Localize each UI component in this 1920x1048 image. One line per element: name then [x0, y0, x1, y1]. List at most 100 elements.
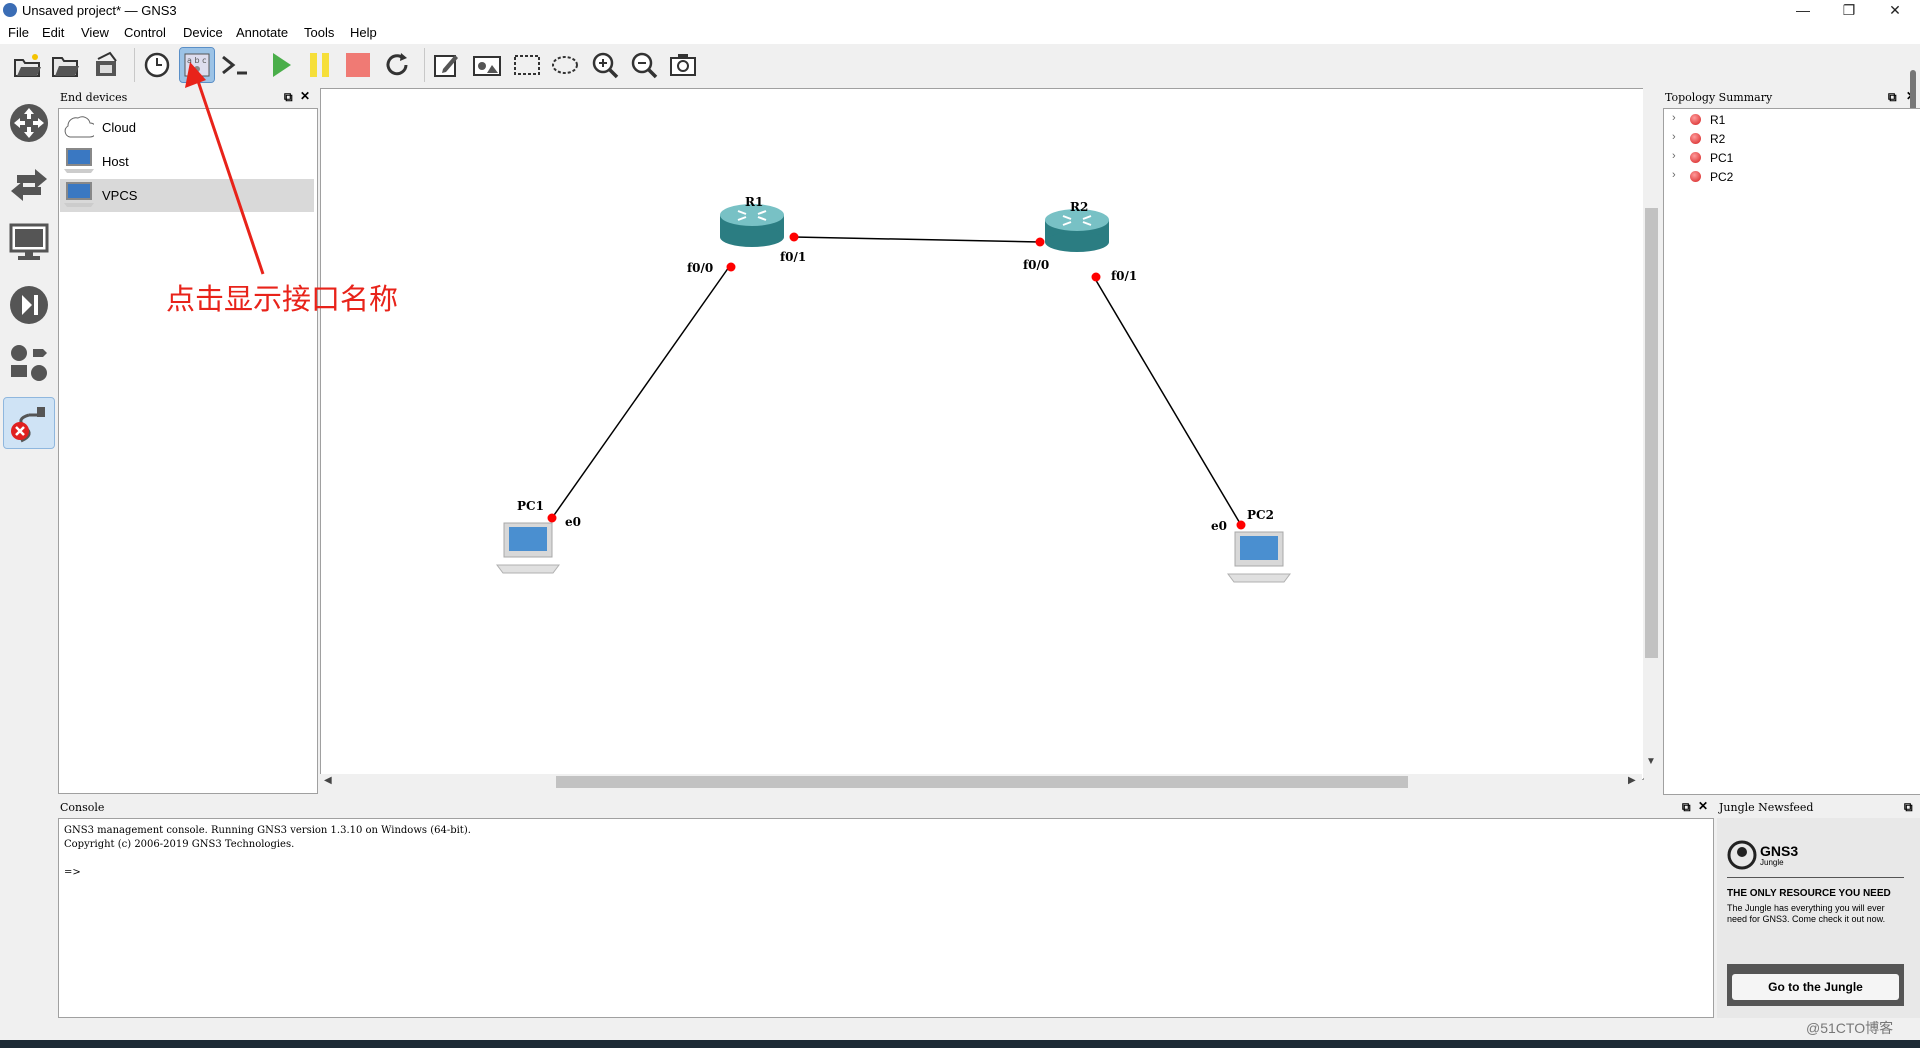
device-label: Cloud	[102, 120, 136, 135]
all-devices-icon[interactable]	[4, 338, 54, 388]
link-r2-pc2[interactable]	[1093, 276, 1242, 526]
console-prompt[interactable]: =>	[64, 867, 81, 878]
host-icon	[64, 148, 94, 173]
edit-note-icon[interactable]	[430, 48, 464, 82]
pc-pc1[interactable]	[496, 522, 560, 574]
window-title: Unsaved project* — GNS3	[22, 3, 177, 18]
menu-help[interactable]: Help	[350, 25, 377, 40]
divider	[1727, 877, 1904, 878]
panel-float-icon[interactable]: ⧉	[1904, 800, 1913, 814]
panel-close-icon[interactable]: ✕	[300, 89, 311, 103]
gns3-app-icon	[3, 3, 17, 17]
panel-close-icon[interactable]: ✕	[1698, 799, 1709, 813]
canvas-vertical-scroll-thumb[interactable]	[1645, 208, 1658, 658]
jungle-body: The Jungle has everything you will ever …	[1727, 903, 1886, 924]
device-label: VPCS	[102, 188, 138, 203]
annotation-text: 点击显示接口名称	[166, 282, 399, 316]
console-line: Copyright (c) 2006-2019 GNS3 Technologie…	[64, 839, 295, 850]
zoom-in-icon[interactable]	[588, 48, 622, 82]
port-label-r1-f01: f0/1	[780, 250, 806, 264]
menu-view[interactable]: View	[81, 25, 109, 40]
panel-float-icon[interactable]: ⧉	[284, 90, 293, 104]
close-button[interactable]: ✕	[1889, 2, 1901, 18]
end-devices-icon[interactable]	[4, 218, 54, 268]
watermark: @51CTO博客	[1806, 1020, 1894, 1036]
stop-icon[interactable]	[341, 48, 375, 82]
security-devices-icon[interactable]	[4, 280, 54, 330]
node-label-r1: R1	[745, 195, 763, 209]
scroll-left-icon[interactable]: ◀	[324, 775, 332, 786]
console-line: GNS3 management console. Running GNS3 ve…	[64, 825, 471, 836]
menu-tools[interactable]: Tools	[304, 25, 335, 40]
topology-canvas[interactable]: R1 R2 PC1 PC2 f0/0 f0/1 f0/0 f0/1 e0 e0	[320, 88, 1644, 780]
save-icon[interactable]	[89, 48, 123, 82]
go-to-jungle-button[interactable]: Go to the Jungle	[1732, 974, 1899, 1000]
scroll-down-icon[interactable]: ▼	[1646, 756, 1656, 767]
ellipse-icon[interactable]	[548, 48, 582, 82]
console-icon[interactable]	[218, 48, 252, 82]
pause-icon[interactable]	[303, 48, 337, 82]
insert-picture-icon[interactable]	[470, 48, 504, 82]
port-label-r1-f00: f0/0	[687, 261, 713, 275]
maximize-button[interactable]: ❐	[1842, 2, 1856, 18]
rectangle-icon[interactable]	[510, 48, 544, 82]
toolbar-separator	[424, 48, 425, 82]
vpcs-icon	[64, 182, 94, 207]
menu-edit[interactable]: Edit	[42, 25, 65, 40]
canvas-horizontal-scroll-thumb[interactable]	[556, 776, 1408, 788]
scroll-right-icon[interactable]: ▶	[1628, 775, 1636, 786]
annotation-arrow	[185, 62, 265, 275]
device-item-host[interactable]: Host	[60, 145, 314, 178]
topology-summary-list	[1663, 108, 1920, 795]
reload-icon[interactable]	[380, 48, 414, 82]
clock-icon[interactable]	[140, 48, 174, 82]
port-dot	[547, 513, 557, 523]
port-dot	[789, 232, 799, 242]
port-label-r2-f00: f0/0	[1023, 258, 1049, 272]
port-dot	[1035, 237, 1045, 247]
switches-icon[interactable]	[4, 158, 54, 208]
router-r1[interactable]	[720, 204, 784, 247]
port-label-r2-f01: f0/1	[1111, 269, 1137, 283]
toolbar-separator	[134, 48, 135, 82]
menu-bar	[0, 22, 1920, 44]
menu-device[interactable]: Device	[183, 25, 223, 40]
minimize-button[interactable]: —	[1796, 2, 1810, 18]
node-label-pc1: PC1	[517, 499, 544, 513]
router-r2[interactable]	[1045, 209, 1109, 252]
menu-control[interactable]: Control	[124, 25, 166, 40]
panel-float-icon[interactable]: ⧉	[1682, 800, 1691, 814]
port-label-pc1-e0: e0	[565, 515, 581, 529]
add-link-icon[interactable]	[3, 397, 55, 449]
toolbar	[0, 46, 1920, 84]
link-r1-pc1[interactable]	[551, 266, 730, 519]
link-r1-r2[interactable]	[793, 236, 1041, 243]
resize-handle[interactable]	[1910, 70, 1916, 128]
start-icon[interactable]	[264, 48, 298, 82]
port-label-pc2-e0: e0	[1211, 519, 1227, 533]
port-dot	[726, 262, 736, 272]
device-item-cloud[interactable]: Cloud	[60, 111, 314, 144]
cloud-icon	[64, 116, 94, 138]
svg-text:a b c: a b c	[187, 56, 206, 65]
device-label: Host	[102, 154, 129, 169]
console-title: Console	[60, 801, 105, 814]
pc-pc2[interactable]	[1227, 531, 1291, 583]
topology-drawing: R1 R2 PC1 PC2 f0/0 f0/1 f0/0 f0/1 e0 e0	[496, 195, 1291, 583]
open-project-icon[interactable]	[10, 48, 44, 82]
topology-summary-title: Topology Summary	[1665, 91, 1773, 104]
zoom-out-icon[interactable]	[627, 48, 661, 82]
menu-file[interactable]: File	[8, 25, 29, 40]
node-label-pc2: PC2	[1247, 508, 1274, 522]
menu-annotate[interactable]: Annotate	[236, 25, 289, 40]
device-item-vpcs[interactable]: VPCS	[60, 179, 314, 212]
console-output[interactable]	[58, 818, 1714, 1018]
routers-icon[interactable]	[4, 98, 54, 148]
jungle-logo-text: GNS3	[1760, 843, 1799, 859]
jungle-panel-title: Jungle Newsfeed	[1719, 801, 1814, 814]
title-bar	[0, 0, 1920, 22]
open-folder-icon[interactable]	[48, 48, 82, 82]
jungle-logo-sub: Jungle	[1760, 858, 1784, 867]
panel-float-icon[interactable]: ⧉	[1888, 90, 1897, 104]
screenshot-icon[interactable]	[666, 48, 700, 82]
